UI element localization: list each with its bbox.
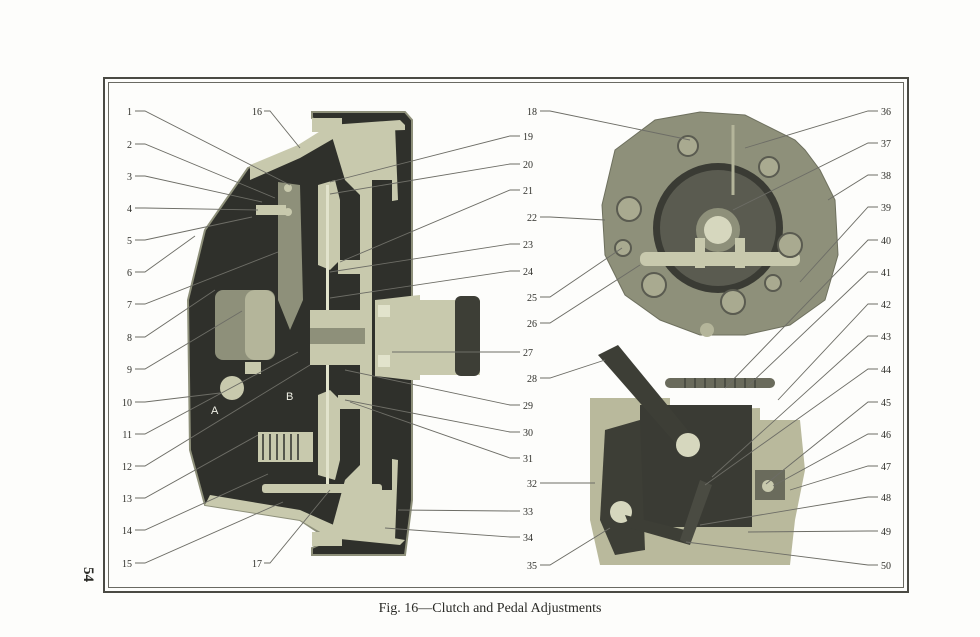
figure-caption: Fig. 16—Clutch and Pedal Adjustments [378,601,602,616]
callout-label: 9 [127,365,132,376]
callout-label: 41 [881,268,891,279]
callout-label: 22 [527,213,537,224]
figure-frame-outer [103,77,909,593]
callout-label: 50 [881,561,891,572]
callout-label: 30 [523,428,533,439]
clutch-right-labels: 19 20 21 23 24 27 29 30 31 33 34 [523,132,533,544]
clutch-left-labels: 1 2 3 4 5 6 7 8 9 10 11 12 13 14 15 16 1… [122,107,293,570]
callout-label: 20 [523,160,533,171]
callout-label: 39 [881,203,891,214]
callout-label: 10 [122,398,132,409]
callout-label: 33 [523,507,533,518]
figure-frame-inner [108,82,904,588]
callout-label: 3 [127,172,132,183]
callout-label: 11 [122,430,132,441]
callout-label: 32 [527,479,537,490]
page-number: 54 [80,567,96,582]
callout-label: 34 [523,533,533,544]
callout-label: 29 [523,401,533,412]
callout-label: 8 [127,333,132,344]
callout-label: 49 [881,527,891,538]
marker-letter-a: A [211,405,219,417]
callout-label: 36 [881,107,891,118]
pedal-assembly [590,345,805,565]
callout-label: 21 [523,186,533,197]
callout-label: 28 [527,374,537,385]
callout-label: 43 [881,332,891,343]
callout-label: 44 [881,365,891,376]
callout-label: 37 [881,139,891,150]
callout-label: 23 [523,240,533,251]
callout-label: 26 [527,319,537,330]
callout-label: 46 [881,430,891,441]
callout-label: 7 [127,300,132,311]
callout-label: 13 [122,494,132,505]
callout-label: 18 [527,107,537,118]
front-view-labels: 18 22 25 26 36 37 38 39 [527,107,891,330]
marker-letter-b: B [286,391,293,403]
callout-label: 14 [122,526,132,537]
callout-label: 16 [252,107,262,118]
callout-label: 35 [527,561,537,572]
callout-label: 31 [523,454,533,465]
callout-label: 19 [523,132,533,143]
callout-label: 12 [122,462,132,473]
clutch-front-view [601,111,839,337]
callout-label: 15 [122,559,132,570]
callout-label: 1 [127,107,132,118]
callout-label: 4 [127,204,132,215]
callout-label: 38 [881,171,891,182]
callout-label: 45 [881,398,891,409]
pedal-labels: 28 32 35 40 41 42 43 44 45 46 47 48 49 5… [527,236,891,572]
callout-label: 47 [881,462,891,473]
callout-label: 2 [127,140,132,151]
callout-label: 6 [127,268,132,279]
callout-label: 40 [881,236,891,247]
leader-lines [135,110,878,566]
callout-label: 42 [881,300,891,311]
callout-label: 5 [127,236,132,247]
callout-label: 25 [527,293,537,304]
callout-label: 17 [252,559,262,570]
callout-label: 27 [523,348,533,359]
clutch-cross-section [186,111,480,556]
callout-label: 48 [881,493,891,504]
callout-label: 24 [523,267,533,278]
